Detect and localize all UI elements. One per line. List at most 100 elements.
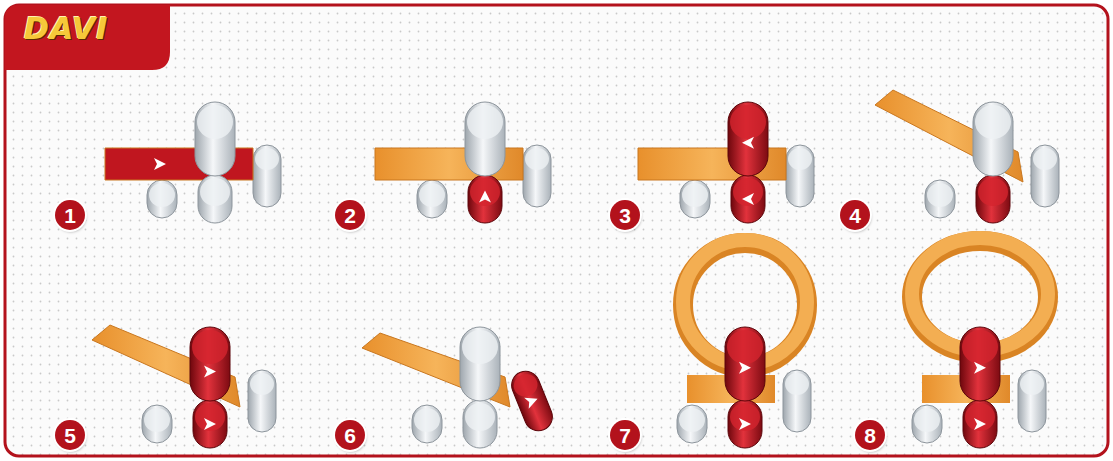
idle-roll xyxy=(248,370,276,432)
callout-number: 2 xyxy=(335,200,365,230)
direction-arrow xyxy=(479,191,491,203)
roll-top xyxy=(200,178,230,206)
roll-top xyxy=(414,408,440,432)
roll-top xyxy=(1020,373,1044,395)
roll-top xyxy=(733,178,763,206)
active-roll xyxy=(507,367,556,435)
plate xyxy=(875,90,1023,182)
callout-number: 3 xyxy=(610,200,640,230)
roll-body xyxy=(412,405,442,443)
roll-top xyxy=(525,148,549,170)
frame xyxy=(5,5,1108,456)
direction-arrow xyxy=(742,137,754,149)
roll-body xyxy=(460,327,500,401)
idle-roll xyxy=(783,370,811,432)
roll-top xyxy=(978,178,1008,206)
idle-roll xyxy=(460,327,500,401)
roll-body xyxy=(960,327,1000,401)
callout-number: 7 xyxy=(610,420,640,450)
roll-body xyxy=(468,175,502,223)
idle-roll xyxy=(973,102,1013,176)
active-roll xyxy=(190,327,230,401)
roll-top xyxy=(149,183,175,207)
roll-body xyxy=(783,370,811,432)
roll-body xyxy=(195,102,235,176)
active-roll xyxy=(193,400,227,448)
idle-roll xyxy=(463,400,497,448)
active-roll xyxy=(728,102,768,176)
idle-roll xyxy=(142,405,172,443)
rolling-step xyxy=(105,102,281,223)
roll-body xyxy=(731,175,765,223)
callout-number: 8 xyxy=(855,420,885,450)
roll-body xyxy=(142,405,172,443)
idle-roll xyxy=(1031,145,1059,207)
active-roll xyxy=(963,400,997,448)
direction-arrow xyxy=(204,418,216,430)
roll-top xyxy=(727,330,763,364)
active-roll xyxy=(976,175,1010,223)
roll-body xyxy=(417,180,447,218)
idle-roll xyxy=(523,145,551,207)
roll-body xyxy=(786,145,814,207)
roll-body xyxy=(1031,145,1059,207)
logo-tab xyxy=(5,5,170,70)
idle-roll xyxy=(195,102,235,176)
direction-arrow xyxy=(739,362,751,374)
roll-body xyxy=(198,175,232,223)
idle-roll xyxy=(417,180,447,218)
roll-top xyxy=(510,371,540,400)
roll-top xyxy=(419,183,445,207)
active-roll xyxy=(728,400,762,448)
roll-top xyxy=(462,330,498,364)
roll-top xyxy=(682,183,708,207)
roll-top xyxy=(975,105,1011,139)
roll-top xyxy=(195,403,225,431)
active-roll xyxy=(725,327,765,401)
active-roll xyxy=(960,327,1000,401)
roll-body xyxy=(963,400,997,448)
roll-body xyxy=(728,102,768,176)
idle-roll xyxy=(198,175,232,223)
rolling-step xyxy=(677,240,811,448)
roll-body xyxy=(507,367,556,435)
direction-arrow xyxy=(524,393,540,409)
roll-top xyxy=(927,183,953,207)
callout-number: 1 xyxy=(55,200,85,230)
direction-arrow xyxy=(742,193,754,205)
rolling-step xyxy=(375,102,551,223)
roll-body xyxy=(1018,370,1046,432)
rolling-step xyxy=(875,90,1059,223)
idle-roll xyxy=(680,180,710,218)
roll-body xyxy=(463,400,497,448)
idle-roll xyxy=(465,102,505,176)
active-roll xyxy=(731,175,765,223)
plate xyxy=(92,325,240,407)
roll-top xyxy=(250,373,274,395)
rolling-step xyxy=(92,325,276,448)
active-roll xyxy=(468,175,502,223)
idle-roll xyxy=(912,405,942,443)
roll-body xyxy=(193,400,227,448)
roll-top xyxy=(962,330,998,364)
roll-top xyxy=(965,403,995,431)
brand-logo: DAVI xyxy=(24,14,108,44)
direction-arrow xyxy=(739,418,751,430)
roll-top xyxy=(788,148,812,170)
idle-roll xyxy=(677,405,707,443)
roll-body xyxy=(465,102,505,176)
idle-roll xyxy=(786,145,814,207)
roll-top xyxy=(467,105,503,139)
roll-body xyxy=(248,370,276,432)
roll-top xyxy=(785,373,809,395)
roll-body xyxy=(725,327,765,401)
roll-body xyxy=(912,405,942,443)
direction-arrow xyxy=(974,418,986,430)
rolling-step xyxy=(362,327,557,448)
roll-top xyxy=(470,178,500,206)
roll-top xyxy=(192,330,228,364)
roll-body xyxy=(925,180,955,218)
roll-body xyxy=(147,180,177,218)
